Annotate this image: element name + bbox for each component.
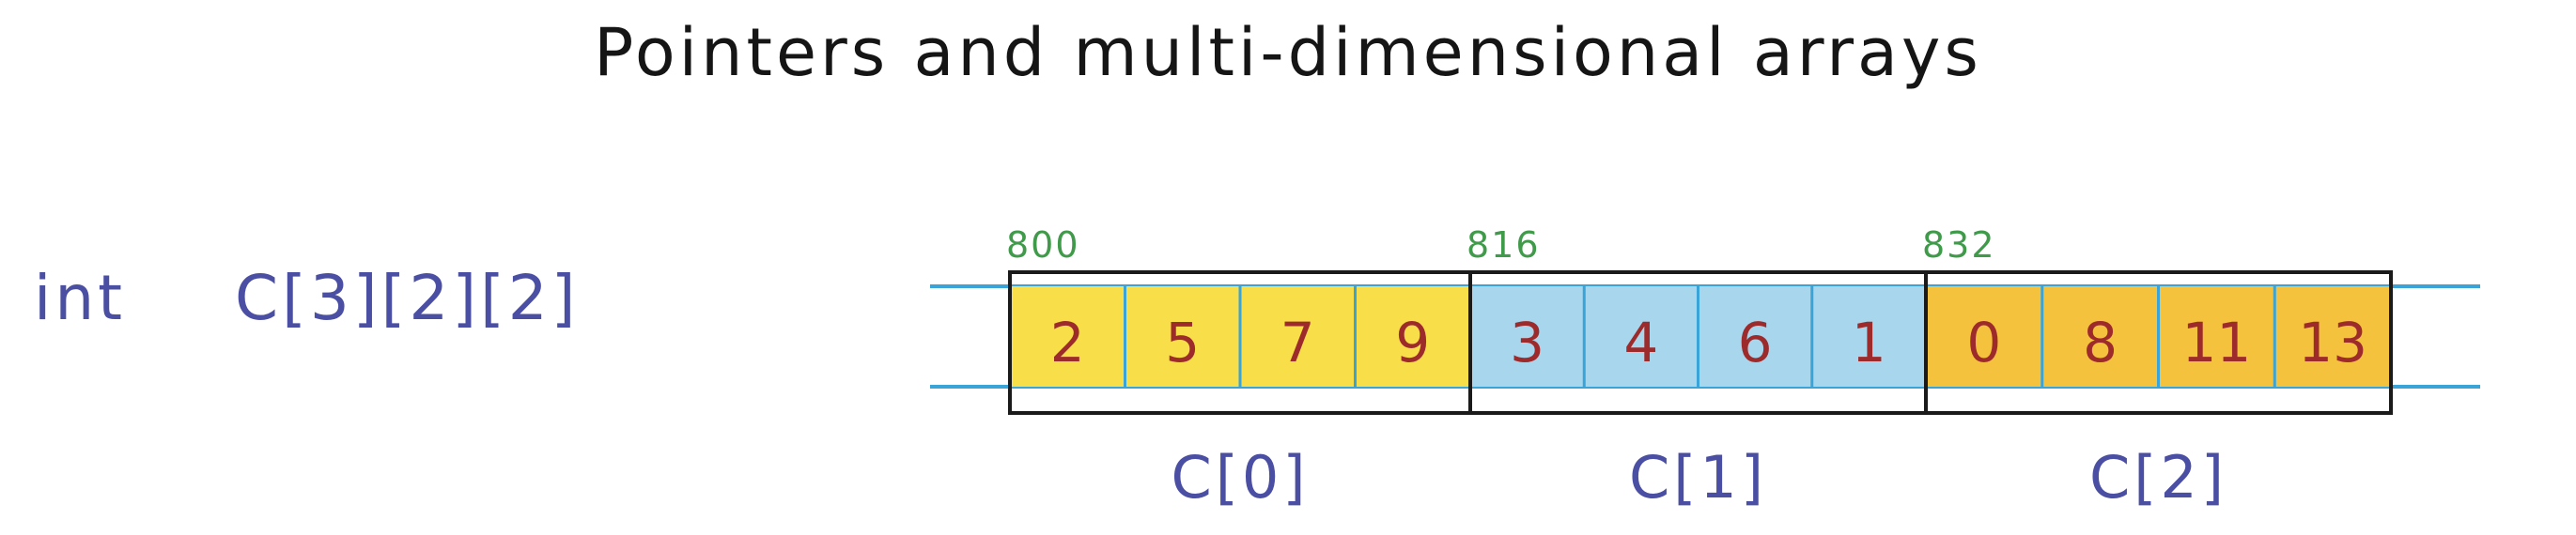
cell-value: 2	[1050, 311, 1085, 374]
block-address: 816	[1466, 224, 1541, 266]
cell-value: 7	[1280, 311, 1315, 374]
diagram-title: Pointers and multi-dimensional arrays	[594, 14, 1982, 91]
cell-value: 6	[1738, 311, 1773, 374]
cell-value: 8	[2083, 311, 2118, 374]
block-label: C[1]	[1629, 443, 1767, 512]
cell-value: 1	[1852, 311, 1886, 374]
declaration-expression: C[3][2][2]	[235, 262, 580, 334]
block-label: C[2]	[2089, 443, 2227, 512]
cell-value: 9	[1395, 311, 1430, 374]
cell-value: 4	[1623, 311, 1658, 374]
block-outline-2	[1924, 270, 2393, 415]
block-label: C[0]	[1171, 443, 1309, 512]
block-address: 832	[1922, 224, 1996, 266]
declaration-keyword: int	[34, 262, 126, 334]
cell-value: 11	[2181, 311, 2251, 374]
cell-value: 3	[1510, 311, 1544, 374]
block-address: 800	[1006, 224, 1080, 266]
cell-value: 13	[2298, 311, 2367, 374]
cell-value: 5	[1165, 311, 1200, 374]
cell-value: 0	[1966, 311, 2001, 374]
